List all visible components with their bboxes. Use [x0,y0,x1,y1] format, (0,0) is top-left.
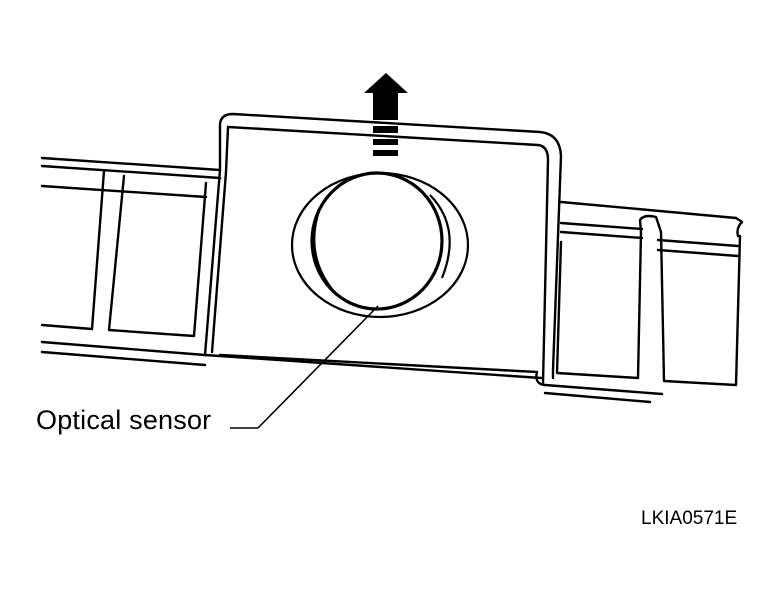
figure-code: LKIA0571E [641,508,738,529]
sensor-plate [203,112,563,387]
optical-sensor [290,171,470,319]
arrow-up-icon [364,73,408,156]
callout-label-optical-sensor: Optical sensor [36,405,212,435]
bottom-rails [40,340,664,404]
callout-leader [230,305,379,429]
left-frame [40,156,222,338]
right-frame [555,200,744,387]
